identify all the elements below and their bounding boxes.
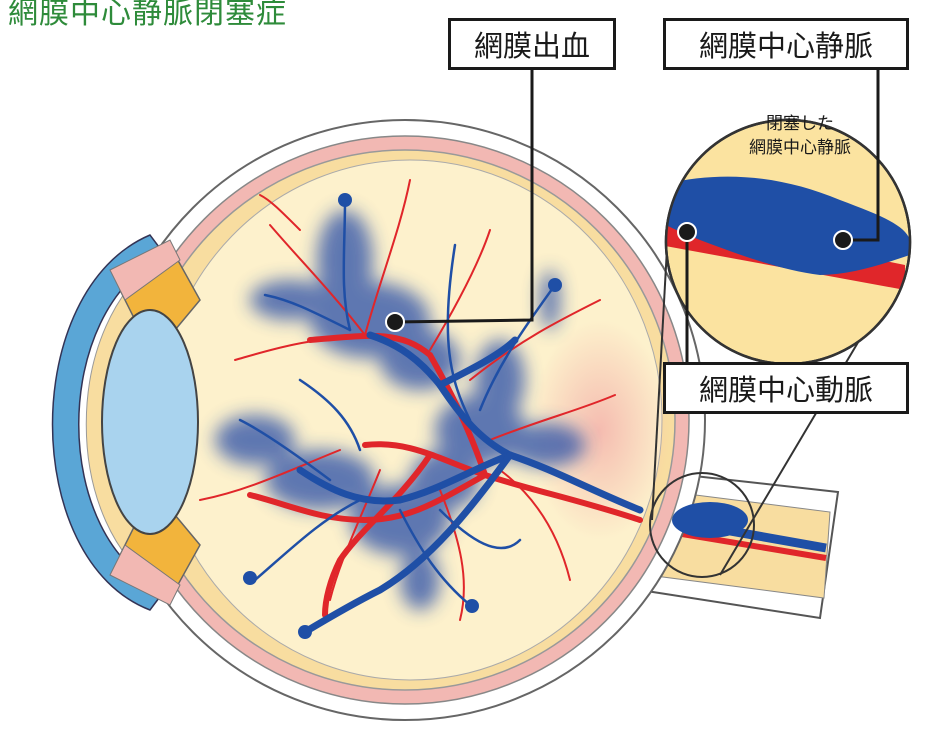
lens: [102, 310, 198, 534]
inset-caption-line1: 閉塞した: [700, 112, 900, 136]
label-retinal-hemorrhage: 網膜出血: [448, 18, 616, 70]
inset-caption-line2: 網膜中心静脈: [700, 136, 900, 160]
label-central-retinal-artery: 網膜中心動脈: [663, 362, 909, 414]
inset-caption: 閉塞した 網膜中心静脈: [700, 112, 900, 160]
label-central-retinal-vein: 網膜中心静脈: [663, 18, 909, 70]
vein-occlusion-point: [672, 502, 748, 538]
